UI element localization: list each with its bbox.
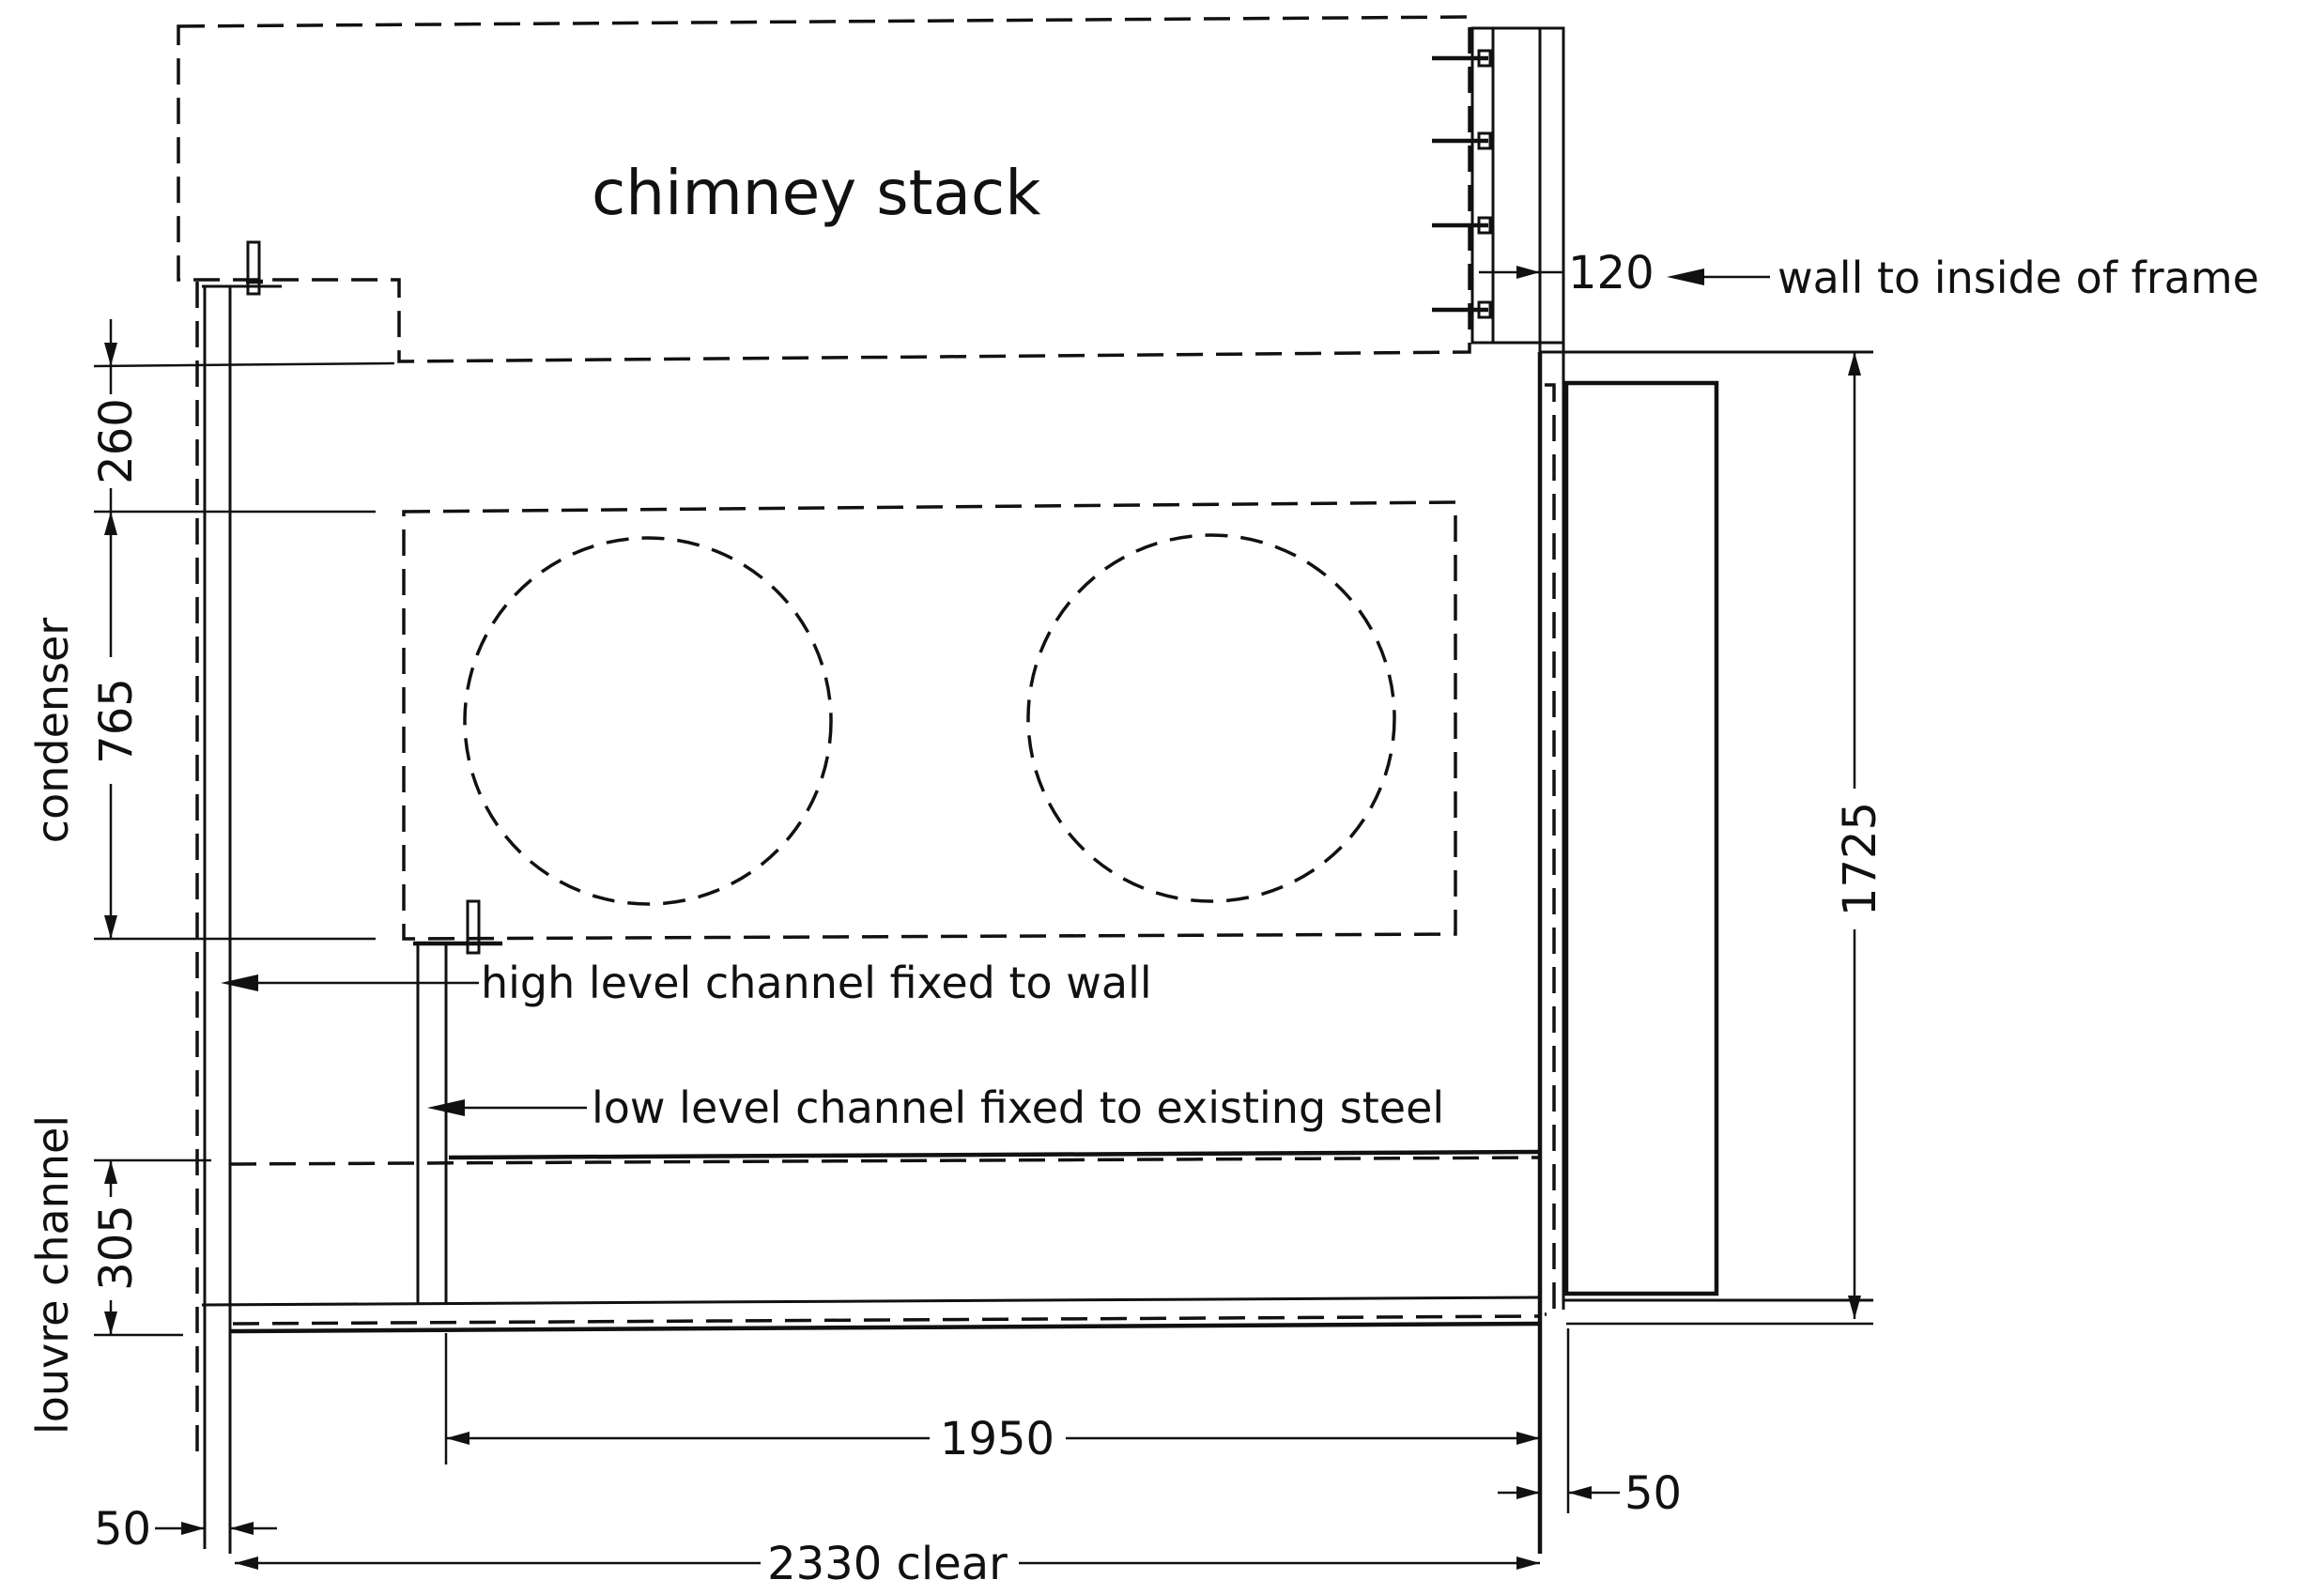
dimension-260-text: 260 <box>90 398 143 484</box>
dimension-50-left: 50 <box>94 1503 277 1556</box>
dimension-1725: 1725 <box>1566 352 1886 1326</box>
dimension-2330-clear: 2330 clear <box>235 1538 1540 1590</box>
dimension-1950-text: 1950 <box>940 1413 1054 1465</box>
low-level-channel-label: low level channel fixed to existing stee… <box>592 1082 1444 1133</box>
high-level-channel-label: high level channel fixed to wall <box>481 958 1152 1008</box>
anchor-bolt-icon <box>1432 216 1492 235</box>
callout-low-level: low level channel fixed to existing stee… <box>427 1082 1444 1133</box>
dimension-1950: 1950 <box>444 1333 1540 1465</box>
low-level-channel-post <box>413 899 502 1305</box>
chimney-stack-label: chimney stack <box>592 157 1041 229</box>
dimension-50-right-text: 50 <box>1624 1467 1682 1520</box>
dimension-120-text: 120 <box>1568 247 1655 299</box>
dimension-50-left-text: 50 <box>94 1503 151 1556</box>
wall-frame-top-right <box>1432 26 1565 352</box>
callout-high-level: high level channel fixed to wall <box>221 958 1152 1008</box>
left-frame <box>195 240 282 1554</box>
condenser-label: condenser <box>27 618 78 844</box>
louvre-channel-label: louvre channel <box>27 1115 78 1434</box>
dimension-305-text: 305 <box>90 1204 143 1291</box>
wall-to-inside-label: wall to inside of frame <box>1778 253 2259 303</box>
fan-right <box>1026 533 1396 903</box>
louvre-channel-box <box>201 1149 1873 1334</box>
right-frame <box>1537 350 1873 1554</box>
dimension-1725-text: 1725 <box>1834 802 1886 916</box>
dimension-305: 305 <box>90 1158 211 1337</box>
chimney-stack-outline: chimney stack <box>177 15 1471 363</box>
anchor-bolt-icon <box>1432 131 1492 150</box>
dimension-765: 765 <box>90 512 376 941</box>
fan-left <box>463 536 833 906</box>
anchor-bolt-icon <box>466 899 481 955</box>
dimension-765-text: 765 <box>90 678 143 764</box>
dimension-50-right: 50 <box>1498 1328 1682 1520</box>
anchor-bolt-icon <box>246 240 263 296</box>
dimension-260: 260 <box>90 319 395 514</box>
condenser-unit <box>402 500 1457 941</box>
anchor-bolt-icon <box>1432 49 1492 68</box>
dimension-120: 120 wall to inside of frame <box>1479 247 2259 303</box>
dimension-2330-text: 2330 clear <box>767 1538 1008 1590</box>
anchor-bolt-icon <box>1432 300 1492 319</box>
